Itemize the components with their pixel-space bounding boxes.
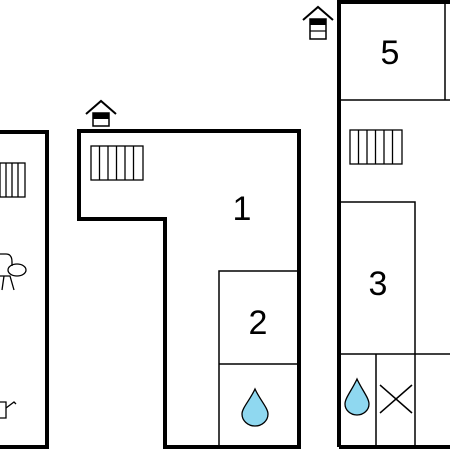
radiator-icon [0, 162, 26, 198]
entrance-house-icon [85, 99, 117, 127]
water-drop-icon [344, 377, 370, 416]
room-2-label: 2 [249, 304, 268, 342]
armchair-icon [0, 253, 27, 291]
room-5-label: 5 [381, 34, 400, 72]
water-drop-icon [241, 387, 269, 427]
left-building [0, 130, 49, 449]
radiator-icon [349, 129, 403, 165]
tap-icon [0, 401, 17, 419]
radiator-icon [90, 145, 144, 181]
cross-box-icon [379, 384, 413, 414]
right-building: 5 3 [302, 0, 450, 449]
room-1-label: 1 [233, 190, 252, 228]
entrance-house-icon [302, 5, 334, 40]
middle-building: 1 2 [77, 99, 301, 449]
room-3-label: 3 [369, 265, 388, 303]
